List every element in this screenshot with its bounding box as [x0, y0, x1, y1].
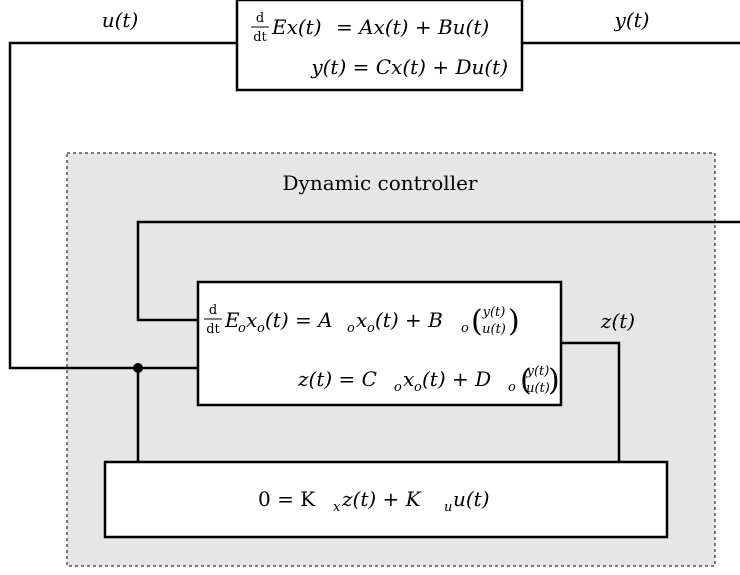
- obs-D-sub: o: [508, 380, 516, 395]
- obs-d: d: [209, 303, 217, 318]
- constraint-Ku-sub: u: [444, 500, 452, 515]
- obs-vec2-lparen: (: [520, 363, 532, 398]
- u-label: u(t): [102, 8, 139, 32]
- z-signal-wire: [561, 341, 621, 462]
- obs-eq-A: = A: [295, 308, 333, 332]
- plant-eq1-lhs: Ex(t): [271, 15, 322, 39]
- obs-E: E: [224, 308, 240, 332]
- plant-d: d: [256, 11, 264, 26]
- obs-eq2-x-sub: o: [414, 380, 422, 395]
- observer-equations: d dt E o x o (t) = A o x o (t) + B o ( y…: [204, 303, 560, 398]
- plant-equations: d dt Ex(t) = Ax(t) + Bu(t) y(t) = Cx(t) …: [251, 11, 508, 79]
- obs-eq2-plus-D: (t) + D: [422, 367, 491, 391]
- controller-title: Dynamic controller: [282, 171, 477, 195]
- obs-vec1-rparen: ): [508, 304, 520, 339]
- plant-eq2: y(t) = Cx(t) + Du(t): [310, 55, 508, 79]
- obs-E-sub: o: [238, 321, 246, 336]
- plant-dt: dt: [253, 30, 267, 45]
- constraint-box: [103, 460, 669, 539]
- u-signal-wire: [8, 41, 237, 370]
- obs-vec1-bot: u(t): [482, 322, 506, 337]
- obs-vec2-top: y(t): [526, 364, 550, 379]
- signal-wires: [8, 41, 740, 462]
- constraint-Kx-sub: x: [333, 500, 341, 515]
- obs-vec2-rparen: ): [548, 363, 560, 398]
- obs-vec1-top: y(t): [482, 305, 506, 320]
- observer-box: [196, 280, 563, 407]
- obs-x-sub: o: [257, 321, 265, 336]
- obs-dt: dt: [206, 322, 220, 337]
- obs-x-arg: (t): [265, 308, 289, 332]
- obs-eq2-z: z(t) = C: [297, 367, 377, 391]
- obs-x: x: [246, 308, 257, 332]
- obs-C-sub: o: [394, 380, 402, 395]
- constraint-equation: 0 = K x z(t) + K u u(t): [258, 487, 490, 515]
- obs-x2: x: [356, 308, 367, 332]
- obs-vec2-bot: u(t): [526, 381, 550, 396]
- obs-x2-sub: o: [367, 321, 375, 336]
- y-feedback-wire: [136, 220, 740, 322]
- z-label: z(t): [600, 309, 635, 333]
- obs-A-sub: o: [347, 321, 355, 336]
- junction-dot: [133, 363, 143, 373]
- plant-box: [235, 0, 524, 92]
- obs-B-sub: o: [461, 321, 469, 336]
- obs-vec1-lparen: (: [471, 304, 483, 339]
- constraint-mid: z(t) + K: [341, 487, 422, 511]
- constraint-lhs: 0 = K: [258, 487, 316, 511]
- plant-eq1-rhs: = Ax(t) + Bu(t): [336, 15, 489, 39]
- obs-eq2-x: x: [403, 367, 414, 391]
- obs-plus-B: (t) + B: [375, 308, 443, 332]
- y-label: y(t): [614, 8, 650, 32]
- constraint-rhs: u(t): [453, 487, 490, 511]
